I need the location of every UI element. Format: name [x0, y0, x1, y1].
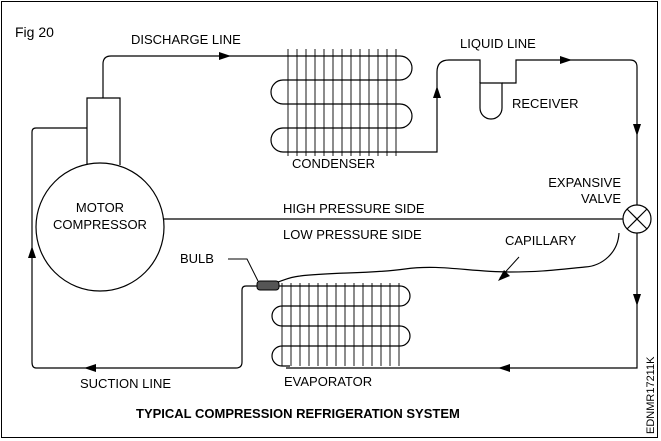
liquid-line-arrow — [560, 56, 572, 64]
evaporator-coil — [271, 285, 411, 367]
capillary-tube — [277, 232, 620, 283]
condenser-outlet-arrow — [433, 86, 441, 98]
liquid-down-arrow — [633, 124, 641, 136]
low-pressure-label: LOW PRESSURE SIDE — [283, 227, 422, 242]
bulb-leader — [228, 258, 259, 282]
evaporator-label: EVAPORATOR — [284, 374, 373, 389]
expansion-valve-label-1: EXPANSIVE — [548, 175, 621, 190]
capillary-leader-arrow — [498, 270, 510, 281]
compressor-label-2: COMPRESSOR — [53, 217, 147, 232]
expansion-valve-label-2: VALVE — [581, 191, 621, 206]
condenser-fins — [287, 49, 397, 156]
suction-line-label: SUCTION LINE — [80, 376, 172, 391]
figure-number: Fig 20 — [15, 24, 54, 40]
valve-out-arrow — [633, 294, 641, 306]
capillary-label: CAPILLARY — [505, 233, 577, 248]
condenser-label: CONDENSER — [292, 156, 376, 171]
diagram-title: TYPICAL COMPRESSION REFRIGERATION SYSTEM — [136, 406, 460, 421]
discharge-line-label: DISCHARGE LINE — [131, 32, 241, 47]
discharge-arrow — [219, 52, 231, 60]
suction-line — [31, 127, 259, 369]
suction-arrow — [84, 364, 96, 372]
liquid-line — [502, 59, 638, 205]
high-pressure-label: HIGH PRESSURE SIDE — [283, 201, 425, 216]
liquid-line-label: LIQUID LINE — [460, 36, 536, 51]
figure-code: EDNMR17211K — [645, 356, 657, 434]
receiver-label: RECEIVER — [512, 96, 579, 111]
compressor-body — [35, 162, 165, 292]
evaporator-return-arrow — [498, 364, 510, 372]
compressor-label-1: MOTOR — [75, 200, 125, 215]
compressor-dome — [86, 97, 121, 165]
bulb-sensor — [256, 280, 280, 291]
evaporator-return — [286, 233, 638, 369]
suction-up-arrow — [28, 246, 36, 258]
evaporator-fins — [281, 283, 400, 366]
bulb-label: BULB — [180, 251, 214, 266]
discharge-line — [102, 55, 275, 98]
receiver-tank — [479, 82, 503, 120]
condenser-coil — [270, 55, 481, 153]
